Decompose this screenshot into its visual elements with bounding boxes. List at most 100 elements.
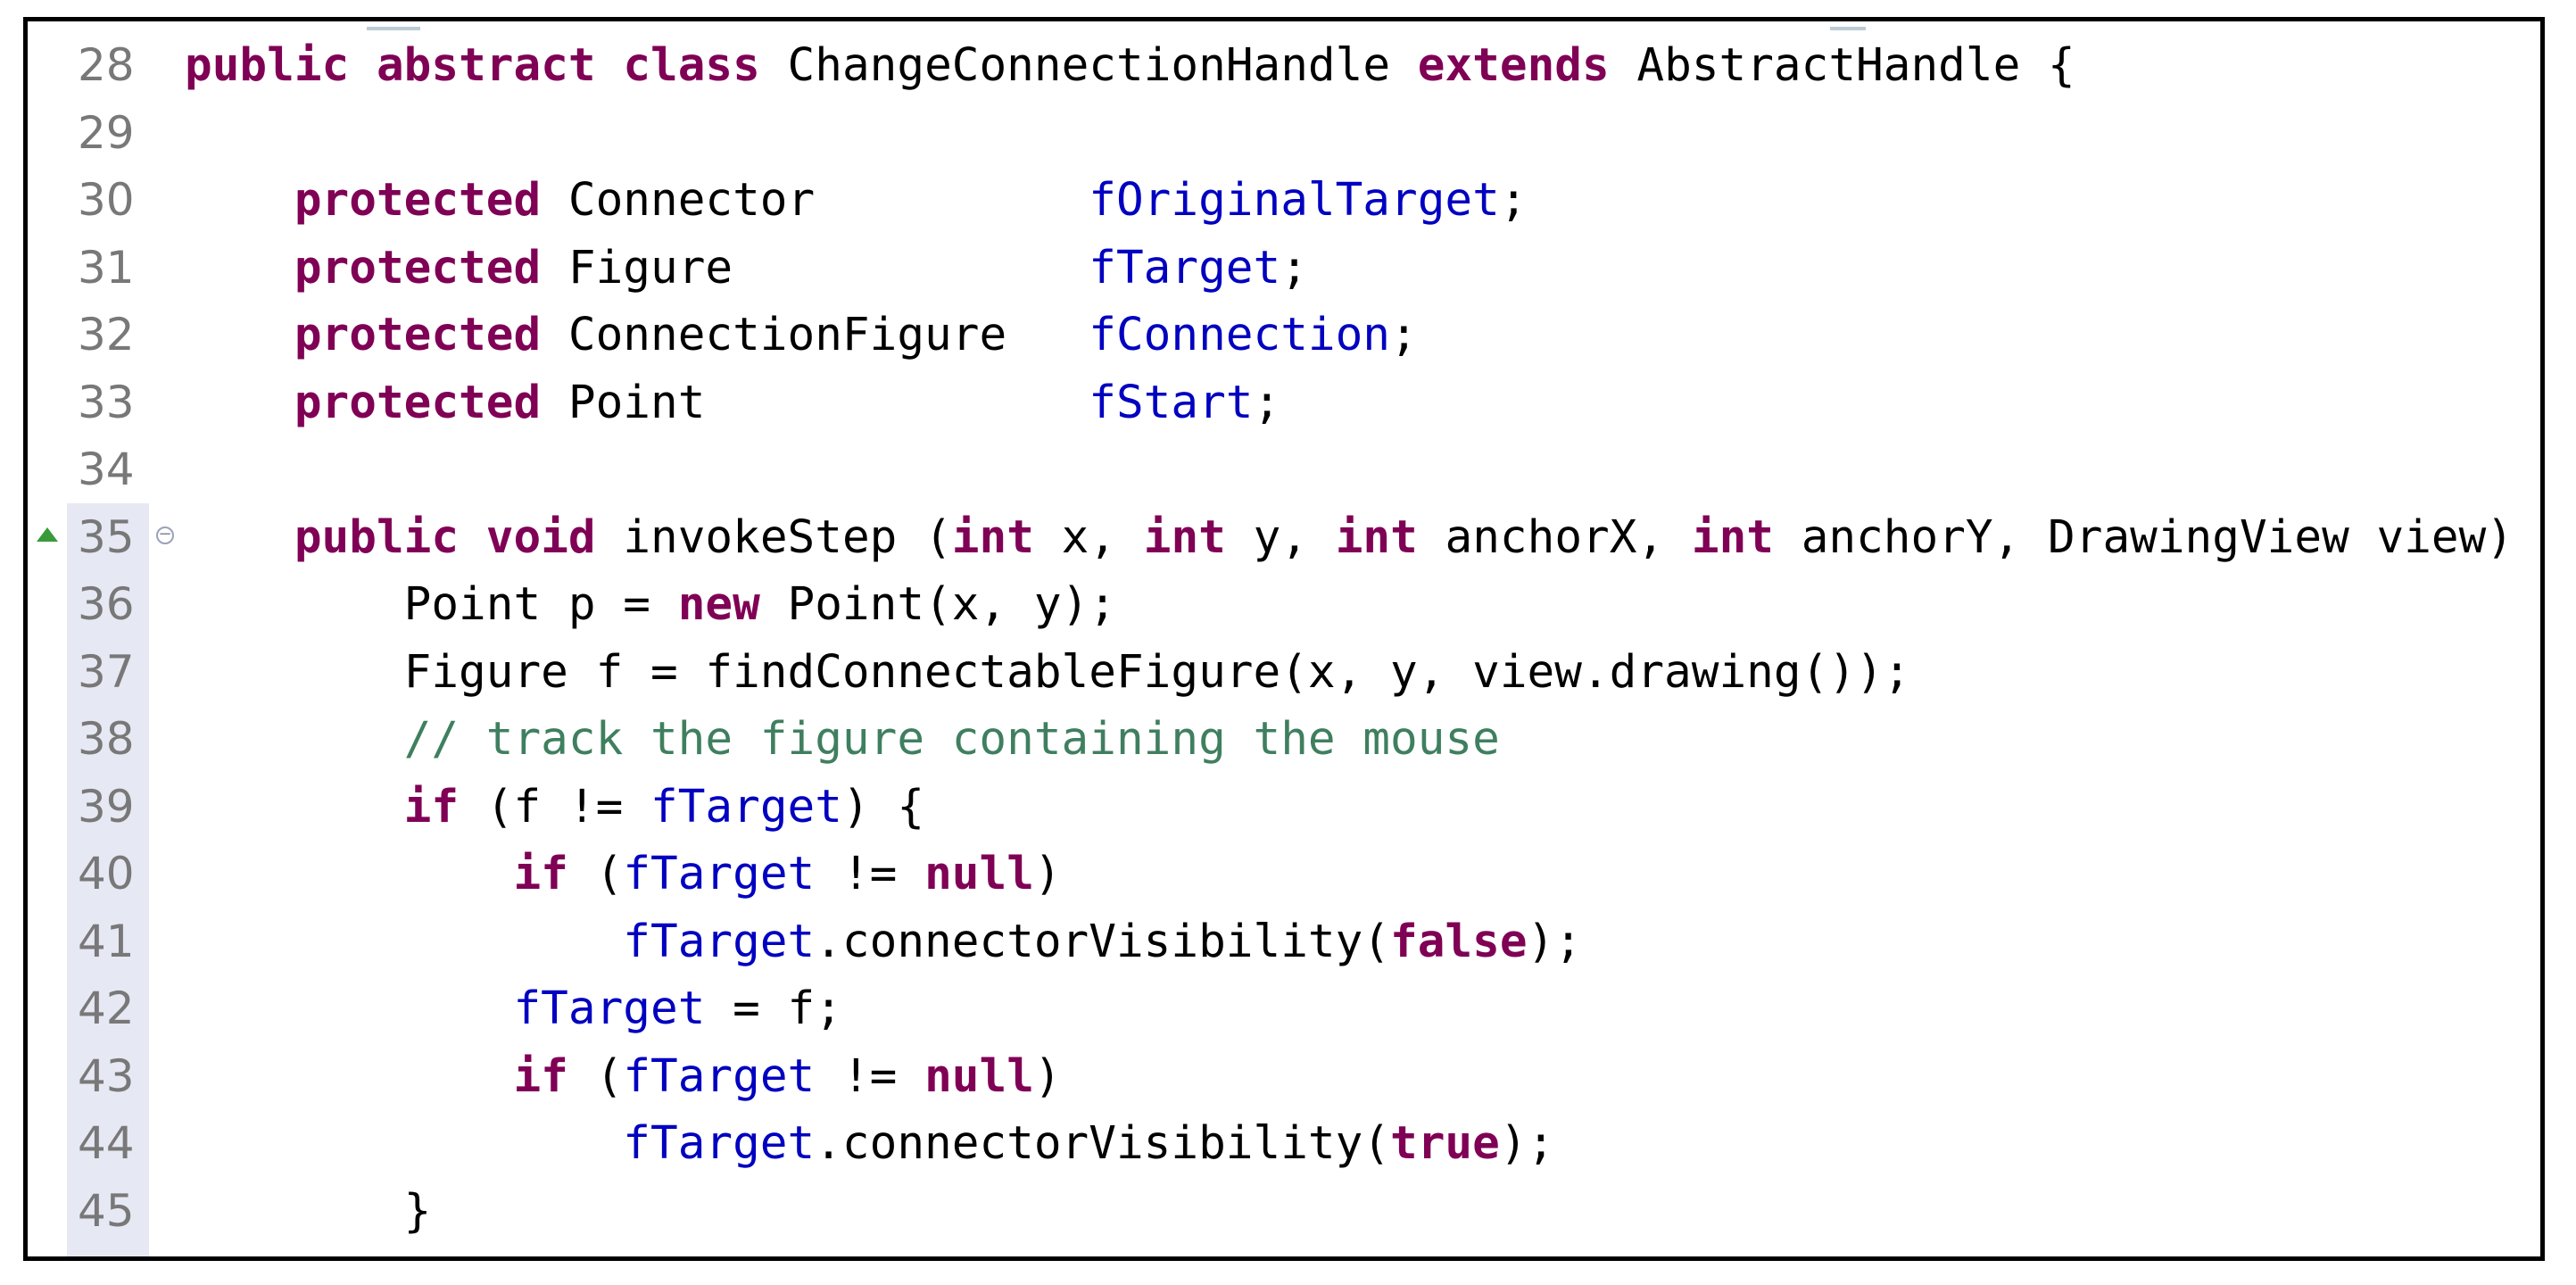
code-token — [185, 309, 294, 361]
code-line[interactable]: 37 Figure f = findConnectableFigure(x, y… — [28, 639, 2540, 707]
line-number: 44 — [78, 1117, 135, 1169]
line-number: 40 — [78, 848, 135, 900]
code-line[interactable]: 32 protected ConnectionFigure fConnectio… — [28, 302, 2540, 369]
code-line[interactable]: 44 fTarget.connectorVisibility(true); — [28, 1110, 2540, 1178]
code-token: Connector — [541, 174, 1089, 227]
line-number: 34 — [78, 444, 135, 495]
cutoff-line-fragment — [1830, 21, 1866, 30]
field-token: fTarget — [623, 1049, 816, 1103]
line-number: 31 — [78, 241, 135, 294]
code-text: protected Point fStart; — [185, 369, 1280, 437]
keyword-token: protected — [294, 174, 542, 227]
code-token: x, — [1033, 510, 1144, 564]
keyword-token: protected — [294, 309, 542, 361]
code-token — [185, 713, 404, 766]
line-number: 39 — [78, 780, 135, 833]
field-token: fTarget — [623, 848, 816, 900]
keyword-token: int — [951, 510, 1034, 564]
code-token: anchorY, DrawingView view) { — [1773, 510, 2545, 564]
line-number: 32 — [78, 309, 135, 361]
code-token: ; — [1390, 309, 1418, 361]
line-number: 35 — [78, 510, 135, 563]
keyword-token: int — [1691, 510, 1774, 564]
code-token — [185, 242, 294, 294]
comment-token: // track the figure containing the mouse — [403, 713, 1500, 766]
code-line[interactable]: 41 fTarget.connectorVisibility(false); — [28, 908, 2540, 976]
code-line[interactable]: 38 // track the figure containing the mo… — [28, 706, 2540, 774]
code-text: fTarget.connectorVisibility(false); — [185, 908, 1582, 976]
code-token: != — [815, 848, 925, 900]
code-line[interactable]: 40 if (fTarget != null) — [28, 841, 2540, 908]
keyword-token: int — [1143, 510, 1226, 564]
code-token: ); — [1499, 1117, 1555, 1170]
keyword-token: extends — [1417, 39, 1610, 92]
code-token: Figure f = findConnectableFigure(x, y, v… — [185, 645, 1911, 699]
gutter-scope-highlight — [67, 503, 149, 1256]
keyword-token: if — [513, 1049, 568, 1103]
code-line[interactable]: 42 fTarget = f; — [28, 975, 2540, 1043]
field-token: fConnection — [1089, 309, 1391, 361]
keyword-token: if — [513, 848, 568, 900]
collapse-icon[interactable]: − — [156, 526, 174, 544]
code-token — [185, 1117, 623, 1170]
code-text: if (fTarget != null) — [185, 841, 1061, 908]
line-number: 41 — [78, 915, 135, 967]
code-text: public void invokeStep (int x, int y, in… — [185, 504, 2545, 572]
code-token — [185, 982, 513, 1035]
code-token: Point(x, y); — [759, 578, 1116, 631]
code-token — [185, 781, 404, 833]
field-token: fOriginalTarget — [1089, 174, 1500, 227]
keyword-token: protected — [294, 241, 542, 294]
code-text: Point p = new Point(x, y); — [185, 571, 1116, 639]
code-token — [185, 848, 513, 900]
keyword-token: void — [485, 510, 596, 564]
line-number: 42 — [78, 982, 135, 1034]
code-text: fTarget = f; — [185, 975, 841, 1043]
code-line[interactable]: 45 } — [28, 1178, 2540, 1246]
code-token: ( — [567, 848, 624, 900]
code-line[interactable]: 39 if (f != fTarget) { — [28, 774, 2540, 841]
code-line[interactable]: 29 — [28, 100, 2540, 168]
code-token — [349, 39, 377, 92]
code-token — [459, 511, 486, 564]
code-text: public abstract class ChangeConnectionHa… — [185, 32, 2075, 100]
line-number: 38 — [78, 713, 135, 765]
code-token: .connectorVisibility( — [815, 915, 1391, 968]
code-line[interactable]: 35− public void invokeStep (int x, int y… — [28, 504, 2540, 572]
keyword-token: null — [924, 848, 1034, 900]
code-token: ; — [1253, 376, 1281, 429]
code-token: AbstractHandle { — [1609, 39, 2075, 92]
code-line[interactable]: 43 if (fTarget != null) — [28, 1043, 2540, 1111]
override-indicator-icon[interactable] — [37, 526, 58, 542]
code-token: ; — [1280, 241, 1308, 294]
line-number: 45 — [78, 1184, 135, 1237]
code-text: Figure f = findConnectableFigure(x, y, v… — [185, 639, 1911, 707]
code-token: ( — [567, 1049, 624, 1103]
code-token — [185, 1050, 513, 1103]
code-token — [185, 377, 294, 429]
code-line[interactable]: 33 protected Point fStart; — [28, 369, 2540, 437]
keyword-token: class — [623, 39, 760, 92]
code-line[interactable]: 31 protected Figure fTarget; — [28, 235, 2540, 303]
code-token: .connectorVisibility( — [815, 1117, 1391, 1170]
line-number: 30 — [78, 174, 135, 226]
code-line[interactable]: 30 protected Connector fOriginalTarget; — [28, 167, 2540, 235]
code-token: } — [185, 1184, 432, 1238]
keyword-token: if — [403, 780, 460, 833]
code-token: ConnectionFigure — [541, 309, 1089, 361]
code-line[interactable]: 34 — [28, 436, 2540, 504]
code-line[interactable]: 36 Point p = new Point(x, y); — [28, 571, 2540, 639]
code-text: if (fTarget != null) — [185, 1043, 1061, 1111]
code-token: Point — [541, 376, 1089, 429]
line-number: 43 — [78, 1049, 135, 1102]
field-token: fTarget — [623, 1117, 816, 1170]
line-number: 33 — [78, 376, 135, 428]
keyword-token: int — [1335, 510, 1418, 564]
field-token: fTarget — [623, 915, 816, 968]
line-number: 37 — [78, 645, 135, 698]
field-token: fTarget — [513, 982, 706, 1035]
code-token: y, — [1225, 510, 1336, 564]
keyword-token: true — [1390, 1117, 1500, 1170]
